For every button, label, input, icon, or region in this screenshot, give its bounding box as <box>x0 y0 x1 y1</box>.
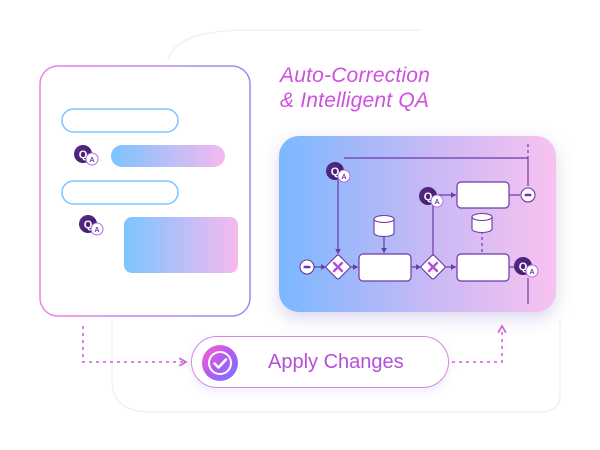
title-line-1: Auto-Correction <box>280 64 431 87</box>
workflow-panel: Q A Q A Q A <box>279 136 556 312</box>
database-icon <box>471 212 493 234</box>
svg-text:A: A <box>434 199 439 206</box>
arrow-icon <box>82 326 188 367</box>
qa-badge-icon: Q A <box>326 162 351 183</box>
svg-text:A: A <box>89 157 94 164</box>
form-card <box>39 65 251 317</box>
minus-node-icon <box>299 259 315 275</box>
svg-text:A: A <box>529 269 534 276</box>
form-field-filled-1[interactable] <box>111 145 225 167</box>
task-box <box>456 253 510 282</box>
form-textarea-filled[interactable] <box>124 217 238 273</box>
decision-x-icon <box>420 254 446 280</box>
qa-badge-icon: Q A <box>514 257 539 278</box>
task-box <box>456 181 510 209</box>
svg-text:Q: Q <box>519 261 528 273</box>
svg-text:Q: Q <box>424 191 433 203</box>
svg-text:Q: Q <box>331 166 340 178</box>
apply-changes-label: Apply Changes <box>268 351 404 373</box>
decision-x-icon <box>325 254 351 280</box>
qa-badge-icon: Q A <box>419 187 444 208</box>
background-outline <box>111 29 561 413</box>
svg-text:A: A <box>94 227 99 234</box>
apply-changes-button[interactable]: Apply Changes <box>191 336 449 388</box>
form-field-empty-1[interactable] <box>61 108 179 133</box>
svg-text:Q: Q <box>84 219 93 231</box>
form-field-empty-2[interactable] <box>61 180 179 205</box>
qa-badge-icon: Q A <box>79 215 104 236</box>
check-circle-icon <box>202 345 238 381</box>
title-line-2: & Intelligent QA <box>280 89 430 112</box>
arrow-icon <box>452 324 507 363</box>
qa-badge-icon: Q A <box>74 145 99 166</box>
minus-node-icon <box>520 187 536 203</box>
database-icon <box>373 214 395 238</box>
svg-text:A: A <box>341 174 346 181</box>
task-box <box>358 253 412 282</box>
svg-text:Q: Q <box>79 149 88 161</box>
